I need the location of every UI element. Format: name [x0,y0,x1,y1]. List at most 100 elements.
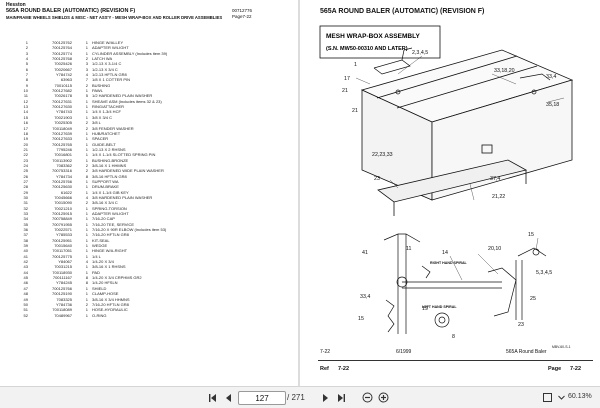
part-number: 63963 [60,77,72,83]
description: 1/4-20 X 3/4 [92,259,114,265]
description: LATCH WA [92,56,113,62]
description: 1/4 X 1-1/4 GIB KEY [92,189,129,195]
quantity: 2 [85,301,88,307]
description: CYLINDER ASSEMBLY (Includes item 39) [92,50,168,56]
quantity: 1 [85,221,88,227]
callout-label: 17 [344,76,350,82]
part-number: 700127633 [51,136,72,142]
description: SHEAVE ASM (Includes items 32 & 23) [92,98,162,104]
callout-label: 20,10 [488,246,501,252]
callout-label: 22,23,33 [372,152,393,158]
part-number: 700758849 [51,216,72,222]
item-number: 29 [23,189,28,195]
callout-label: 25 [530,296,536,302]
diagram-serial: (S.N. MW50-00310 AND LATER) [326,46,408,52]
description: CLAMP-HOSE [92,291,119,297]
description: 7/16-20 TEE, SERVICE [92,221,135,227]
part-number: 7083362 [56,162,72,168]
quantity: 1 [85,216,88,222]
part-number: 700118930 [52,269,72,275]
item-number: 28 [23,184,28,190]
wrap-box-body [360,49,574,216]
part-number: 7795246 [56,146,72,152]
part-number: 700111167 [52,275,72,281]
description: 1/4 X 1-1/4 SLOTTED SPRING PIN [92,152,156,158]
item-number: 45 [23,275,28,281]
first-page-button[interactable] [206,391,220,404]
item-number: 2 [25,45,28,51]
item-number: 35 [23,221,28,227]
quantity: 1 [85,50,88,56]
part-number: 700117051 [52,248,72,254]
quantity: 1 [85,312,88,318]
description: 1/4-20 X 3/4 CRPHMS GR2 [92,275,142,281]
part-number: Y784245 [55,280,72,286]
fit-page-button[interactable] [540,391,554,404]
wrap-box-diagram: MESH WRAP-BOX ASSEMBLY (S.N. MW50-00310 … [319,25,574,349]
quantity: 1 [85,178,88,184]
part-number: 61622 [60,189,72,195]
zoom-in-button[interactable] [376,391,390,404]
callout-label: 33,18,20 [494,68,515,74]
description: SUPPORT WA [92,178,119,184]
viewer-toolbar: 127 / 271 60.13% [0,386,600,408]
description: BUSHING-BRONZE [92,157,129,163]
right-spiral-label: RIGHT HAND SPIRAL [430,261,468,265]
next-page-button[interactable] [318,391,332,404]
item-number: 1 [25,40,28,45]
page-number-input[interactable]: 127 [238,391,286,405]
item-number: 20 [23,141,28,147]
description: 1/4 X 1-3/4 HCF [92,109,121,115]
quantity: 8 [85,280,88,286]
catalog-page-number: Page7-22 [232,14,252,19]
callout-label: 19 [422,306,428,312]
drawing-ref: MBV-60-S-1 [552,345,571,349]
item-number: 25 [23,168,28,174]
description: HOSE-HYDRAULIC [92,307,128,313]
quantity: 5 [85,93,88,99]
current-page: 127 [255,393,269,403]
prev-page-button[interactable] [222,391,236,404]
zoom-out-button[interactable] [360,391,374,404]
last-page-button[interactable] [334,391,348,404]
part-number: Y784743 [55,109,72,115]
quantity: 1 [85,141,88,147]
quantity: 1 [85,40,88,45]
part-number: 70045666 [54,194,72,200]
item-number: 27 [23,178,28,184]
total-pages: / 271 [287,393,305,402]
item-number: 12 [23,98,28,104]
quantity: 1 [85,98,88,104]
part-number: 700125762 [51,40,72,45]
callout-label: 15 [358,316,364,322]
part-number: Y784734 [55,173,72,179]
brand-name: Hesston [6,2,26,8]
callout-label: 41 [362,250,368,256]
description: 1/2-13 X 2 RHSNS [92,146,126,152]
description: PAWL [92,88,103,94]
quantity: 1 [85,227,88,233]
quantity: 1 [85,232,88,238]
item-number: 14 [23,109,28,115]
item-number: 19 [23,136,28,142]
quantity: 1 [85,291,88,297]
callout-leaders [355,55,565,281]
part-number: 700753316 [51,168,72,174]
part-number: 70015640 [54,243,72,249]
zoom-menu-button[interactable] [554,391,568,404]
